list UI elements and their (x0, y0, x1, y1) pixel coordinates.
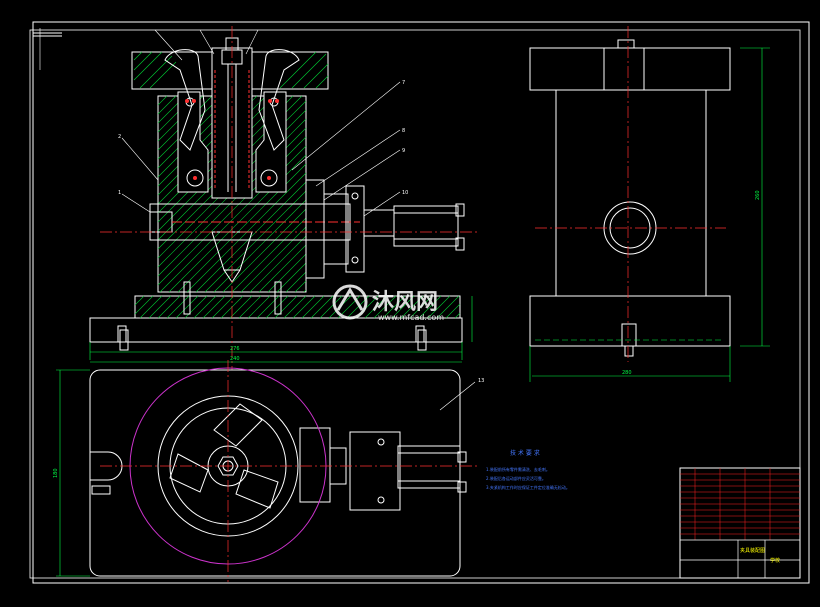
part-number-1: 1 (118, 190, 121, 196)
dimension-side-width: 280 (622, 370, 632, 376)
front-section-view: 276 240 7 8 9 10 2 1 13 (89, 26, 484, 411)
top-view: 180 (53, 360, 480, 582)
watermark-brand: 沐风网 (372, 290, 438, 315)
tech-note-3: 3.夹紧机构工作时应保证工件定位准确无松动。 (486, 484, 570, 490)
dimension-top-height: 180 (53, 468, 59, 478)
title-block-unit: 学校 (770, 557, 780, 564)
tech-note-2: 2.装配后各运动部件应灵活可靠。 (486, 475, 546, 481)
tech-notes-heading: 技 术 要 求 (510, 449, 540, 457)
tech-note-1: 1.装配前所有零件需清洗、去毛刺。 (486, 466, 550, 472)
part-number-9: 9 (402, 148, 405, 154)
drawing-frame (29, 21, 810, 584)
dimension-front-width: 276 (230, 346, 240, 352)
part-number-2: 2 (118, 134, 121, 140)
dimension-side-height: 260 (755, 190, 761, 200)
technical-notes: 技 术 要 求 1.装配前所有零件需清洗、去毛刺。 2.装配后各运动部件应灵活可… (486, 449, 570, 490)
title-block: 夹具装配图 学校 (679, 467, 801, 579)
title-block-drawing-title: 夹具装配图 (740, 547, 765, 554)
part-number-7: 7 (402, 80, 405, 86)
side-view: 280 260 (529, 26, 770, 382)
part-number-10: 10 (402, 190, 408, 196)
watermark-logo: 沐风网 www.mfcad.com (332, 284, 444, 322)
part-number-13: 13 (478, 378, 484, 384)
part-number-8: 8 (402, 128, 405, 134)
dimension-front-width-inner: 240 (230, 356, 240, 362)
watermark-url: www.mfcad.com (378, 313, 444, 322)
